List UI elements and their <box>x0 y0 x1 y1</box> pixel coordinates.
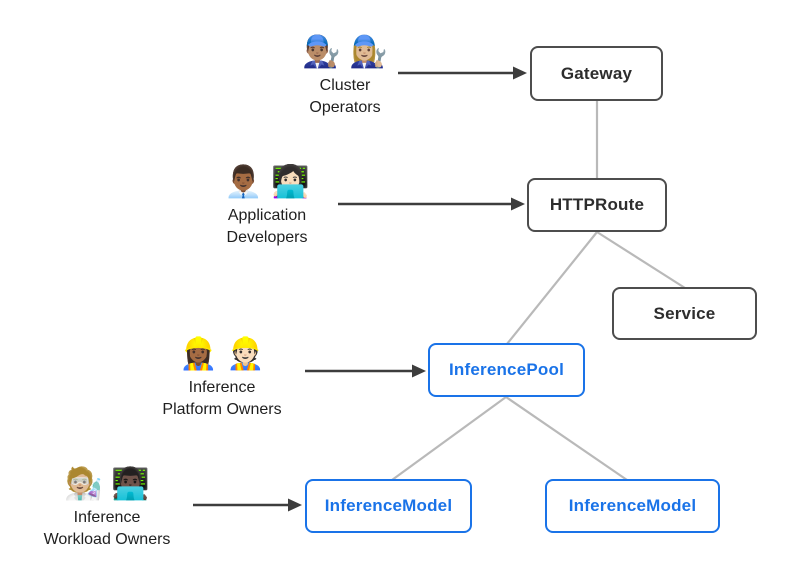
persona-label: Cluster <box>319 77 371 94</box>
edge-inferencepool-inferencemodel-right <box>505 396 628 481</box>
workload-owners-emoji-icon: 🧑🏼‍🔬 👨🏿‍💻 <box>64 466 150 501</box>
edge-httproute-inferencepool <box>506 231 598 345</box>
node-inferencepool: InferencePool <box>428 343 585 397</box>
arrow-workload-owners-to-inferencemodel <box>193 498 302 512</box>
arrow-platform-owners-to-inferencepool <box>305 364 426 378</box>
node-label: InferenceModel <box>568 496 697 515</box>
node-inferencemodel-left: InferenceModel <box>305 479 472 533</box>
platform-owners-emoji-icon: 👷🏾‍♀️ 👷🏻 <box>179 336 265 371</box>
node-label: InferenceModel <box>324 496 453 515</box>
application-developers-emoji-icon: 👨🏾‍💼 👩🏻‍💻 <box>224 164 310 199</box>
persona-label: Developers <box>226 228 308 246</box>
node-label: HTTPRoute <box>549 195 645 214</box>
persona-label: Workload Owners <box>43 530 171 548</box>
persona-inference-platform-owners: 👷🏾‍♀️ 👷🏻 Inference Platform Owners <box>132 332 312 419</box>
persona-label: Operators <box>309 98 381 116</box>
arrow-cluster-operators-to-gateway <box>398 66 527 80</box>
node-inferencemodel-right: InferenceModel <box>545 479 720 533</box>
node-gateway: Gateway <box>530 46 663 101</box>
node-label: InferencePool <box>448 360 565 379</box>
persona-label: Application <box>227 207 307 224</box>
arrow-application-developers-to-httproute <box>338 197 525 211</box>
node-label: Gateway <box>560 63 633 83</box>
node-service: Service <box>612 287 757 340</box>
node-label: Service <box>653 303 716 323</box>
node-httproute: HTTPRoute <box>527 178 667 232</box>
cluster-operators-emoji-icon: 👨🏽‍🔧 👩🏼‍🔧 <box>302 34 388 69</box>
persona-label: Inference <box>73 509 141 526</box>
persona-cluster-operators: 👨🏽‍🔧 👩🏼‍🔧 Cluster Operators <box>265 30 425 117</box>
persona-inference-workload-owners: 🧑🏼‍🔬 👨🏿‍💻 Inference Workload Owners <box>17 462 197 549</box>
persona-application-developers: 👨🏾‍💼 👩🏻‍💻 Application Developers <box>187 160 347 247</box>
persona-label: Inference <box>188 379 256 396</box>
edge-httproute-service <box>596 231 686 289</box>
edge-inferencepool-inferencemodel-left <box>391 396 507 481</box>
persona-label: Platform Owners <box>162 400 282 418</box>
